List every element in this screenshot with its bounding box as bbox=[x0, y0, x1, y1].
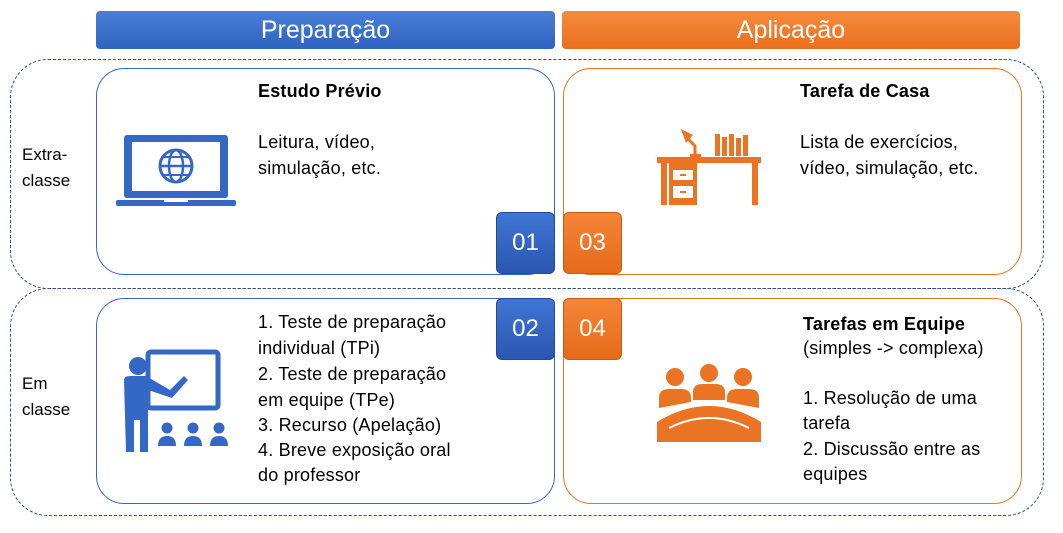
header-preparation: Preparação bbox=[96, 11, 555, 49]
card-line: em equipe (TPe) bbox=[258, 390, 396, 410]
row-label-line: Em bbox=[22, 374, 48, 393]
card-tarefas-em-equipe bbox=[563, 298, 1022, 504]
card-line: Leitura, vídeo, bbox=[258, 132, 376, 152]
step-badge: 04 bbox=[563, 298, 622, 360]
row-label-line: classe bbox=[22, 400, 71, 419]
card-line: 4. Breve exposição oral bbox=[258, 440, 451, 460]
teacher-board-icon bbox=[124, 349, 228, 452]
card-line: 1. Resolução de uma bbox=[803, 388, 977, 408]
card-tarefa-de-casa bbox=[563, 68, 1022, 275]
step-badge: 01 bbox=[496, 212, 555, 274]
card-title: Tarefas em Equipe bbox=[803, 314, 966, 334]
card-line: Lista de exercícios, bbox=[800, 132, 959, 152]
laptop-globe-icon bbox=[116, 135, 236, 206]
row-label-extra-class: Extra- classe bbox=[22, 142, 70, 194]
card-line: tarefa bbox=[803, 413, 851, 433]
card-atividades-em-classe bbox=[96, 298, 555, 504]
card-title: Estudo Prévio bbox=[258, 81, 382, 101]
card-line: 3. Recurso (Apelação) bbox=[258, 415, 442, 435]
step-badge: 03 bbox=[563, 212, 622, 274]
team-table-icon bbox=[657, 364, 761, 442]
step-badge: 02 bbox=[496, 298, 555, 360]
card-line: individual (TPi) bbox=[258, 338, 381, 358]
row-label-in-class: Em classe bbox=[22, 371, 70, 423]
card-line: 2. Discussão entre as bbox=[803, 439, 981, 459]
header-application: Aplicação bbox=[562, 11, 1020, 49]
card-line: simulação, etc. bbox=[258, 158, 382, 178]
card-line: do professor bbox=[258, 465, 361, 485]
row-label-line: Extra- bbox=[22, 145, 68, 164]
row-label-line: classe bbox=[22, 171, 71, 190]
card-title: Tarefa de Casa bbox=[800, 81, 930, 101]
card-line: 2. Teste de preparação bbox=[258, 364, 447, 384]
desk-lamp-icon bbox=[657, 129, 761, 205]
card-subtitle: (simples -> complexa) bbox=[803, 338, 984, 358]
card-line: vídeo, simulação, etc. bbox=[800, 158, 979, 178]
card-line: 1. Teste de preparação bbox=[258, 312, 447, 332]
card-line: equipes bbox=[803, 464, 868, 484]
in-class-band bbox=[10, 288, 1044, 516]
